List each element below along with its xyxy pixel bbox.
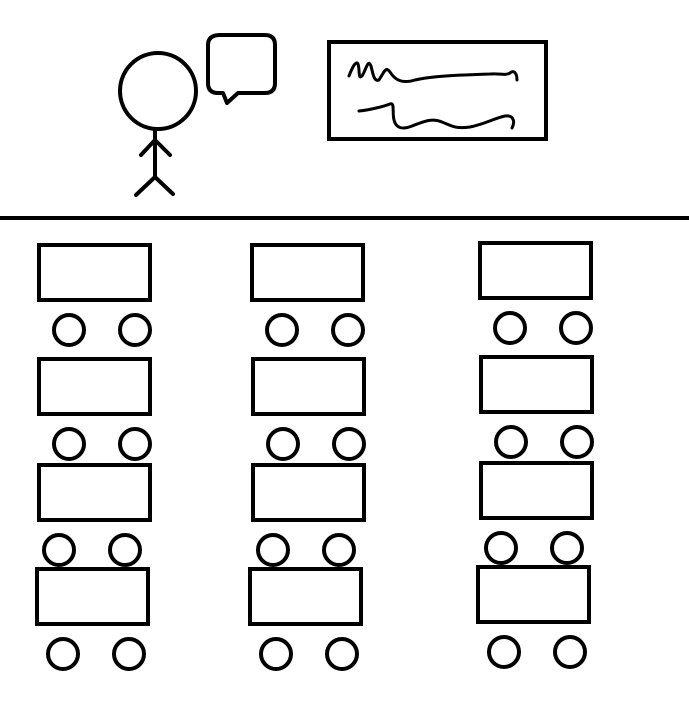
chair-icon — [559, 311, 593, 345]
teacher-arm-right — [153, 138, 172, 157]
board-frame — [327, 40, 548, 141]
chair-icon — [493, 311, 527, 345]
desk-icon — [476, 565, 591, 624]
teacher-arm-left — [139, 138, 157, 157]
desk-icon — [250, 243, 365, 302]
board-scribble-line-1 — [347, 61, 519, 84]
chair-icon — [108, 533, 142, 567]
blackboard-icon — [327, 40, 548, 141]
desk-icon — [251, 463, 366, 522]
chair-icon — [259, 637, 293, 671]
chair-icon — [266, 427, 300, 461]
desk-icon — [35, 567, 150, 626]
chair-icon — [265, 313, 299, 347]
chair-icon — [322, 533, 356, 567]
teacher-leg-right — [153, 175, 175, 196]
desk-icon — [478, 241, 593, 300]
chair-icon — [256, 533, 290, 567]
desk-icon — [251, 357, 366, 416]
chair-icon — [553, 635, 587, 669]
desk-icon — [37, 357, 152, 416]
seating-area — [35, 241, 594, 671]
chair-icon — [52, 313, 86, 347]
chair-icon — [325, 637, 359, 671]
chair-icon — [494, 425, 528, 459]
teacher-head — [118, 51, 198, 131]
chair-icon — [118, 427, 152, 461]
teacher-figure-icon — [118, 51, 198, 197]
teacher-leg-left — [134, 175, 157, 197]
chair-icon — [484, 531, 518, 565]
board-scribble-line-2 — [357, 102, 516, 130]
chair-icon — [331, 313, 365, 347]
desk-icon — [479, 461, 594, 520]
desk-icon — [479, 355, 594, 414]
desk-icon — [37, 243, 152, 302]
chair-icon — [550, 531, 584, 565]
chair-icon — [46, 637, 80, 671]
chair-icon — [560, 425, 594, 459]
chair-icon — [332, 427, 366, 461]
chair-icon — [118, 313, 152, 347]
chair-icon — [42, 533, 76, 567]
chair-icon — [487, 635, 521, 669]
speech-bubble-icon — [206, 33, 277, 105]
desk-icon — [248, 567, 363, 626]
chair-icon — [52, 427, 86, 461]
chair-icon — [112, 637, 146, 671]
desk-icon — [37, 463, 152, 522]
